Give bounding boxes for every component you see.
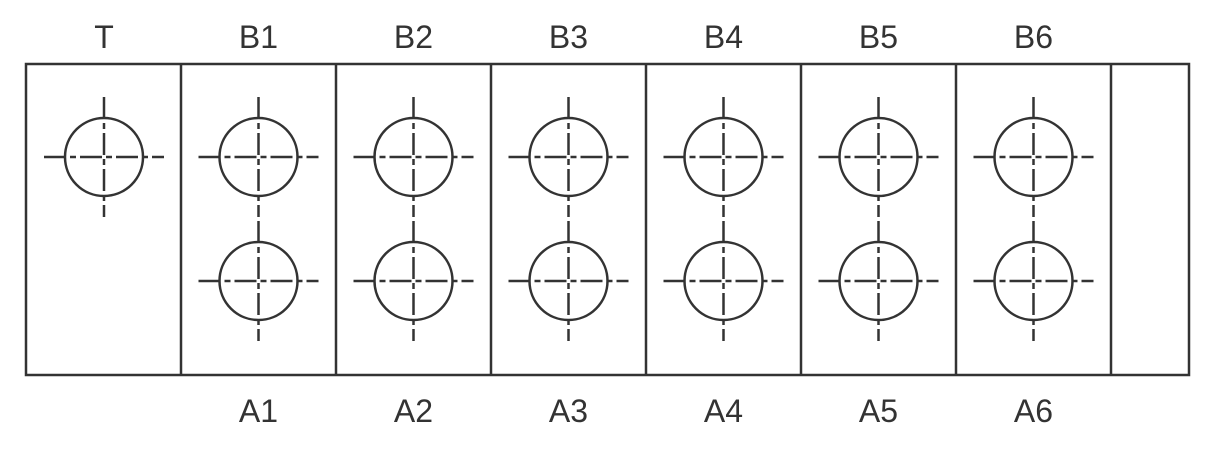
port-lower-symbol	[508, 221, 629, 341]
port-upper-symbol	[353, 97, 474, 217]
port-label-bottom: A6	[1014, 393, 1053, 429]
port-upper-symbol	[508, 97, 629, 217]
port-label-bottom: A5	[859, 393, 898, 429]
port-lower-symbol	[973, 221, 1094, 341]
ports	[44, 97, 1094, 341]
port-upper-symbol	[198, 97, 319, 217]
port-upper-symbol	[818, 97, 939, 217]
port-label-top: B2	[394, 19, 433, 55]
port-label-top: B5	[859, 19, 898, 55]
section-dividers	[179, 64, 1113, 375]
port-upper-symbol	[44, 97, 164, 217]
port-label-top: B1	[239, 19, 278, 55]
port-lower-symbol	[353, 221, 474, 341]
port-lower-symbol	[818, 221, 939, 341]
manifold-outline	[24, 62, 1191, 377]
port-upper-symbol	[663, 97, 784, 217]
port-lower-symbol	[198, 221, 319, 341]
port-label-bottom: A4	[704, 393, 743, 429]
port-label-bottom: A2	[394, 393, 433, 429]
port-label-top: B4	[704, 19, 743, 55]
port-lower-symbol	[663, 221, 784, 341]
port-label-top: B3	[549, 19, 588, 55]
port-upper-symbol	[973, 97, 1094, 217]
port-label-top: B6	[1014, 19, 1053, 55]
port-label-bottom: A3	[549, 393, 588, 429]
port-label-top: T	[94, 19, 114, 55]
port-label-bottom: A1	[239, 393, 278, 429]
